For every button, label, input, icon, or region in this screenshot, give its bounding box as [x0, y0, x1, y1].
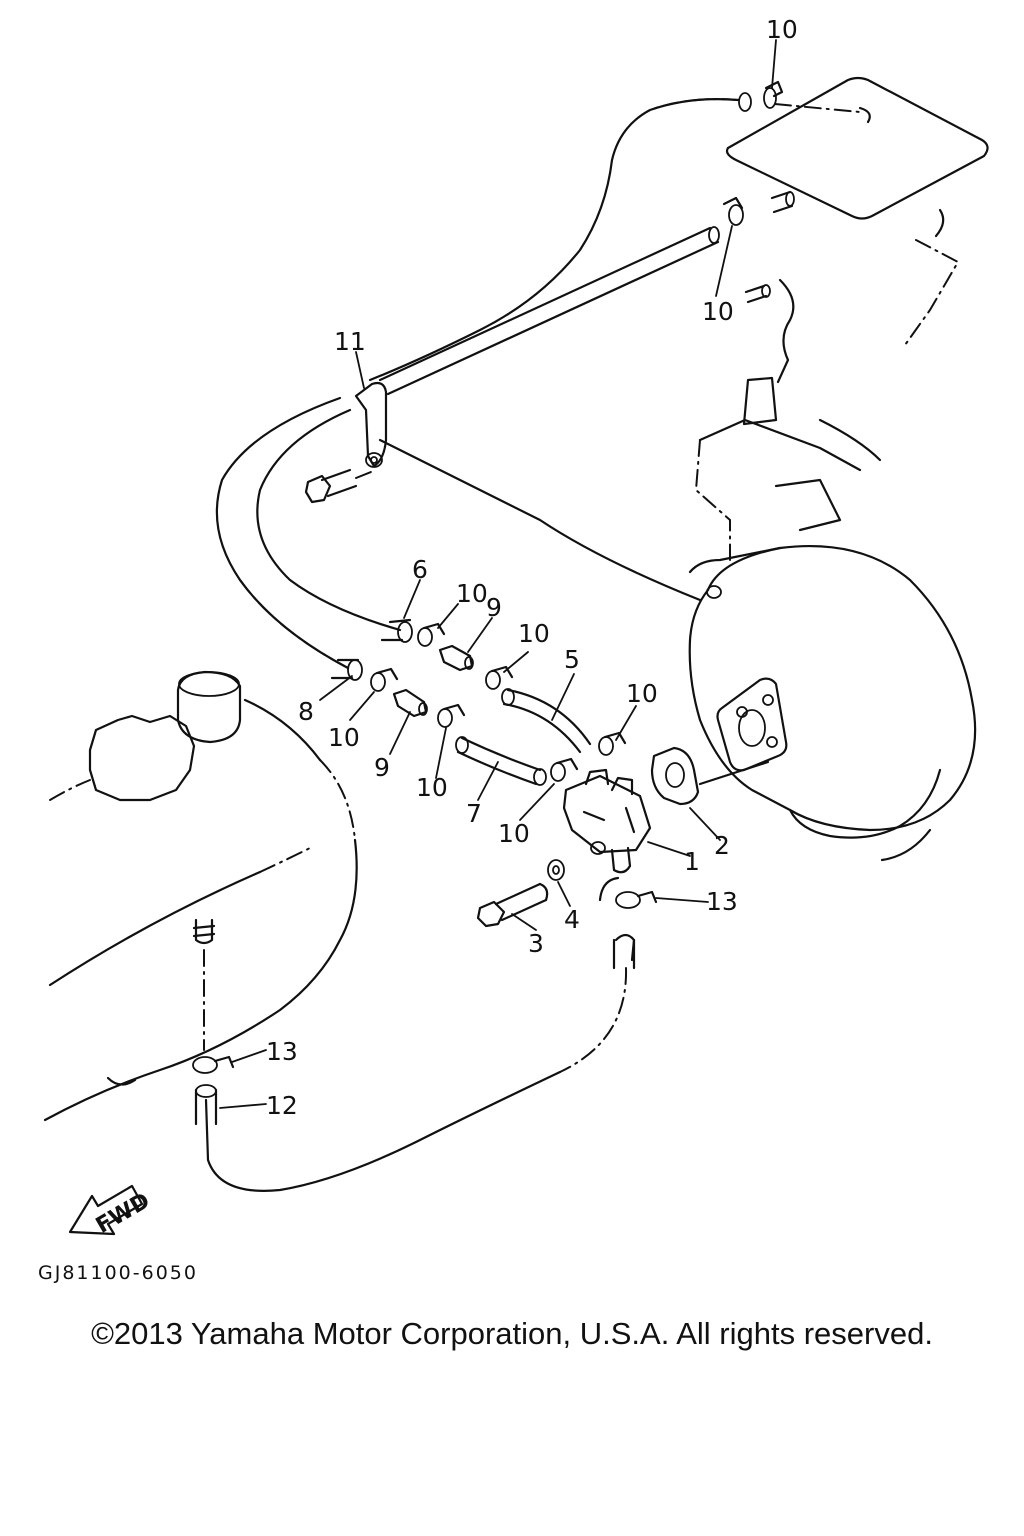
leader-lines	[219, 39, 777, 1109]
callout-10-top: 10	[766, 15, 798, 44]
clamp-a	[417, 622, 446, 647]
callout-6: 6	[412, 555, 428, 584]
callout-10-c: 10	[626, 679, 658, 708]
callout-9-b: 9	[374, 753, 390, 782]
callout-9-a: 9	[486, 593, 502, 622]
gasket-2	[650, 746, 770, 806]
washer-4	[547, 859, 565, 881]
callout-10-d: 10	[328, 723, 360, 752]
callout-12: 12	[266, 1091, 298, 1120]
callout-10-f: 10	[498, 819, 530, 848]
parts-diagram: 10 10 11 6 10 9 10 5 10 8 10 9 10 7 10 2…	[43, 15, 989, 1239]
callout-10-a: 10	[456, 579, 488, 608]
copyright-notice: ©2013 Yamaha Motor Corporation, U.S.A. A…	[91, 1316, 933, 1351]
callout-7: 7	[466, 799, 482, 828]
clamp-d	[437, 703, 466, 728]
hoses	[194, 92, 752, 1192]
clamp-upper-right	[722, 196, 744, 226]
callout-5: 5	[564, 645, 580, 674]
callout-2: 2	[714, 831, 730, 860]
callout-8: 8	[298, 697, 314, 726]
callout-10-e: 10	[416, 773, 448, 802]
callout-13-a: 13	[706, 887, 738, 916]
callout-13-b: 13	[266, 1037, 298, 1066]
callout-1: 1	[684, 847, 700, 876]
engine-block	[688, 76, 989, 862]
callout-4: 4	[564, 905, 580, 934]
figure-code: GJ81100-6050	[38, 1262, 198, 1284]
fuel-cock-1	[562, 768, 652, 874]
clamp-e	[598, 731, 627, 756]
fuel-tank	[43, 670, 358, 1122]
callout-11: 11	[334, 327, 366, 356]
clamp-c	[370, 667, 399, 692]
clamp-13-b	[192, 1055, 235, 1074]
bolt-upper	[304, 468, 377, 504]
bolt-3	[476, 882, 549, 928]
callout-labels: 10 10 11 6 10 9 10 5 10 8 10 9 10 7 10 2…	[266, 15, 798, 1120]
clamp-13-a	[615, 890, 658, 909]
callout-10-b: 10	[518, 619, 550, 648]
bracket-11	[354, 381, 388, 468]
check-valves	[392, 644, 474, 718]
callout-3: 3	[528, 929, 544, 958]
callout-10-upper-right: 10	[702, 297, 734, 326]
clamp-b	[485, 665, 514, 690]
fwd-arrow-icon: FWD	[68, 1184, 154, 1239]
hose-clamps	[192, 80, 784, 1074]
clamp-f	[550, 757, 579, 782]
